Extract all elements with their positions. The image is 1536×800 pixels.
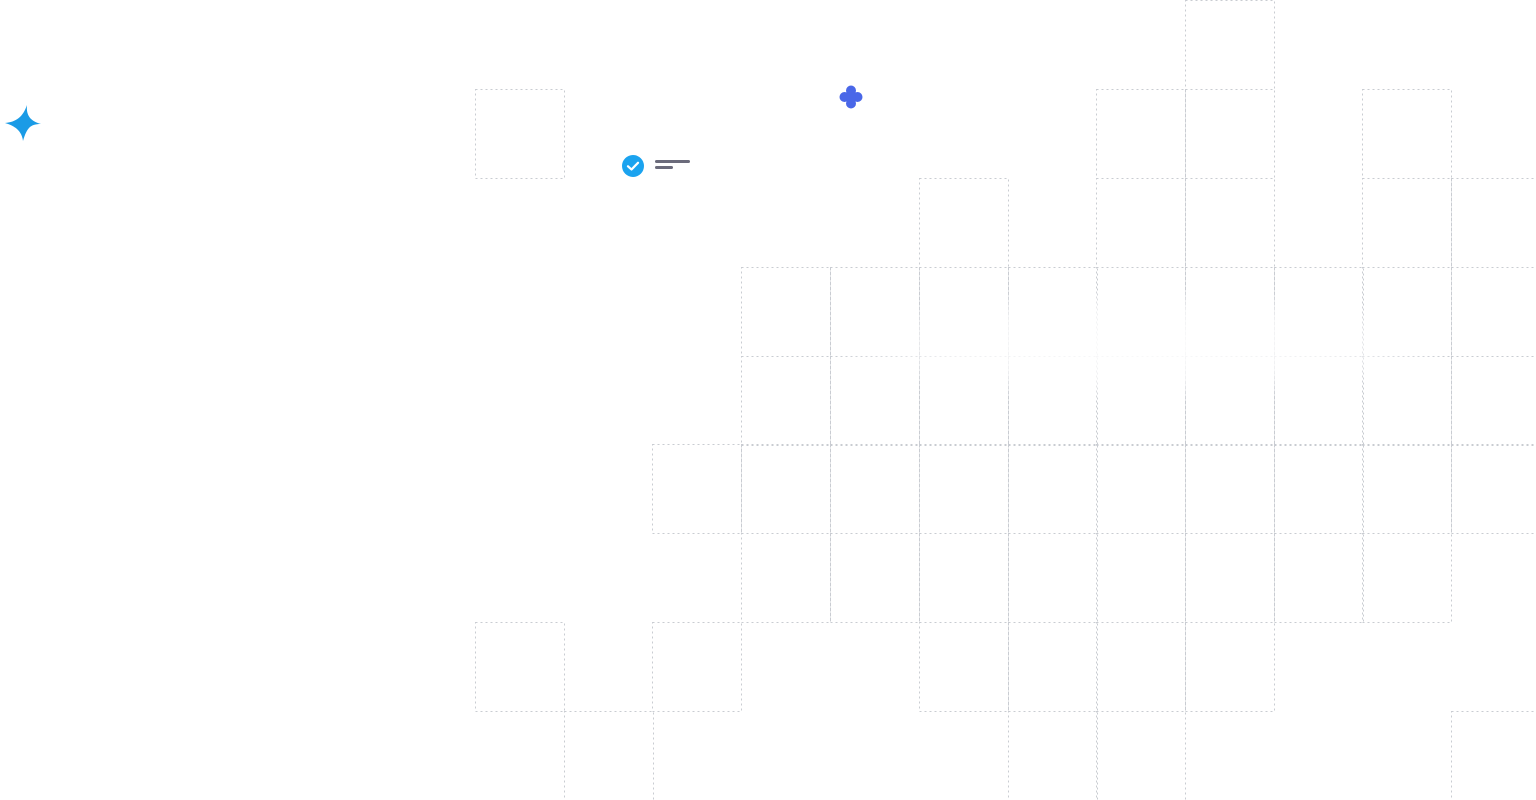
text-lines-icon — [655, 160, 690, 169]
grid-cell — [1096, 622, 1186, 712]
grid-cell — [830, 444, 920, 534]
grid-cell — [475, 89, 565, 179]
grid-cell — [741, 444, 831, 534]
grid-cell — [919, 533, 1009, 623]
grid-cell — [741, 533, 831, 623]
grid-cell — [1451, 356, 1536, 446]
grid-cell — [1008, 356, 1098, 446]
grid-cell — [1362, 444, 1452, 534]
grid-cell — [1185, 356, 1275, 446]
grid-cell — [919, 622, 1009, 712]
grid-cell — [652, 622, 742, 712]
grid-cell — [1451, 444, 1536, 534]
grid-cell — [1096, 356, 1186, 446]
grid-cell — [1185, 444, 1275, 534]
grid-cell — [1185, 178, 1275, 268]
grid-cell — [475, 622, 565, 712]
grid-cell — [1008, 622, 1098, 712]
grid-cell — [1096, 178, 1186, 268]
flower-icon — [839, 85, 863, 109]
grid-cell — [1096, 444, 1186, 534]
grid-cell — [1274, 533, 1364, 623]
grid-cell — [1451, 267, 1536, 357]
grid-cell — [1451, 178, 1536, 268]
grid-cell — [830, 533, 920, 623]
background-fade — [840, 290, 1440, 400]
grid-cell — [1008, 711, 1098, 800]
grid-cell — [919, 178, 1009, 268]
grid-cell — [652, 444, 742, 534]
grid-cell — [1096, 533, 1186, 623]
grid-cell — [1185, 0, 1275, 90]
check-circle-icon — [622, 155, 644, 177]
grid-cell — [1185, 89, 1275, 179]
grid-cell — [1362, 356, 1452, 446]
grid-cell — [741, 267, 831, 357]
grid-cell — [741, 356, 831, 446]
grid-cell — [919, 356, 1009, 446]
grid-cell — [1185, 622, 1275, 712]
grid-cell — [1274, 356, 1364, 446]
grid-cell — [1185, 533, 1275, 623]
grid-cell — [830, 356, 920, 446]
grid-cell — [1362, 89, 1452, 179]
grid-cell — [1362, 178, 1452, 268]
grid-cell — [1362, 533, 1452, 623]
sparkle-icon — [5, 105, 41, 141]
grid-cell — [1096, 711, 1186, 800]
grid-cell — [1451, 711, 1536, 800]
grid-cell — [830, 267, 920, 357]
grid-cell — [564, 711, 654, 800]
grid-cell — [919, 444, 1009, 534]
grid-cell — [1274, 444, 1364, 534]
grid-cell — [1008, 444, 1098, 534]
grid-cell — [1096, 89, 1186, 179]
grid-cell — [1008, 533, 1098, 623]
